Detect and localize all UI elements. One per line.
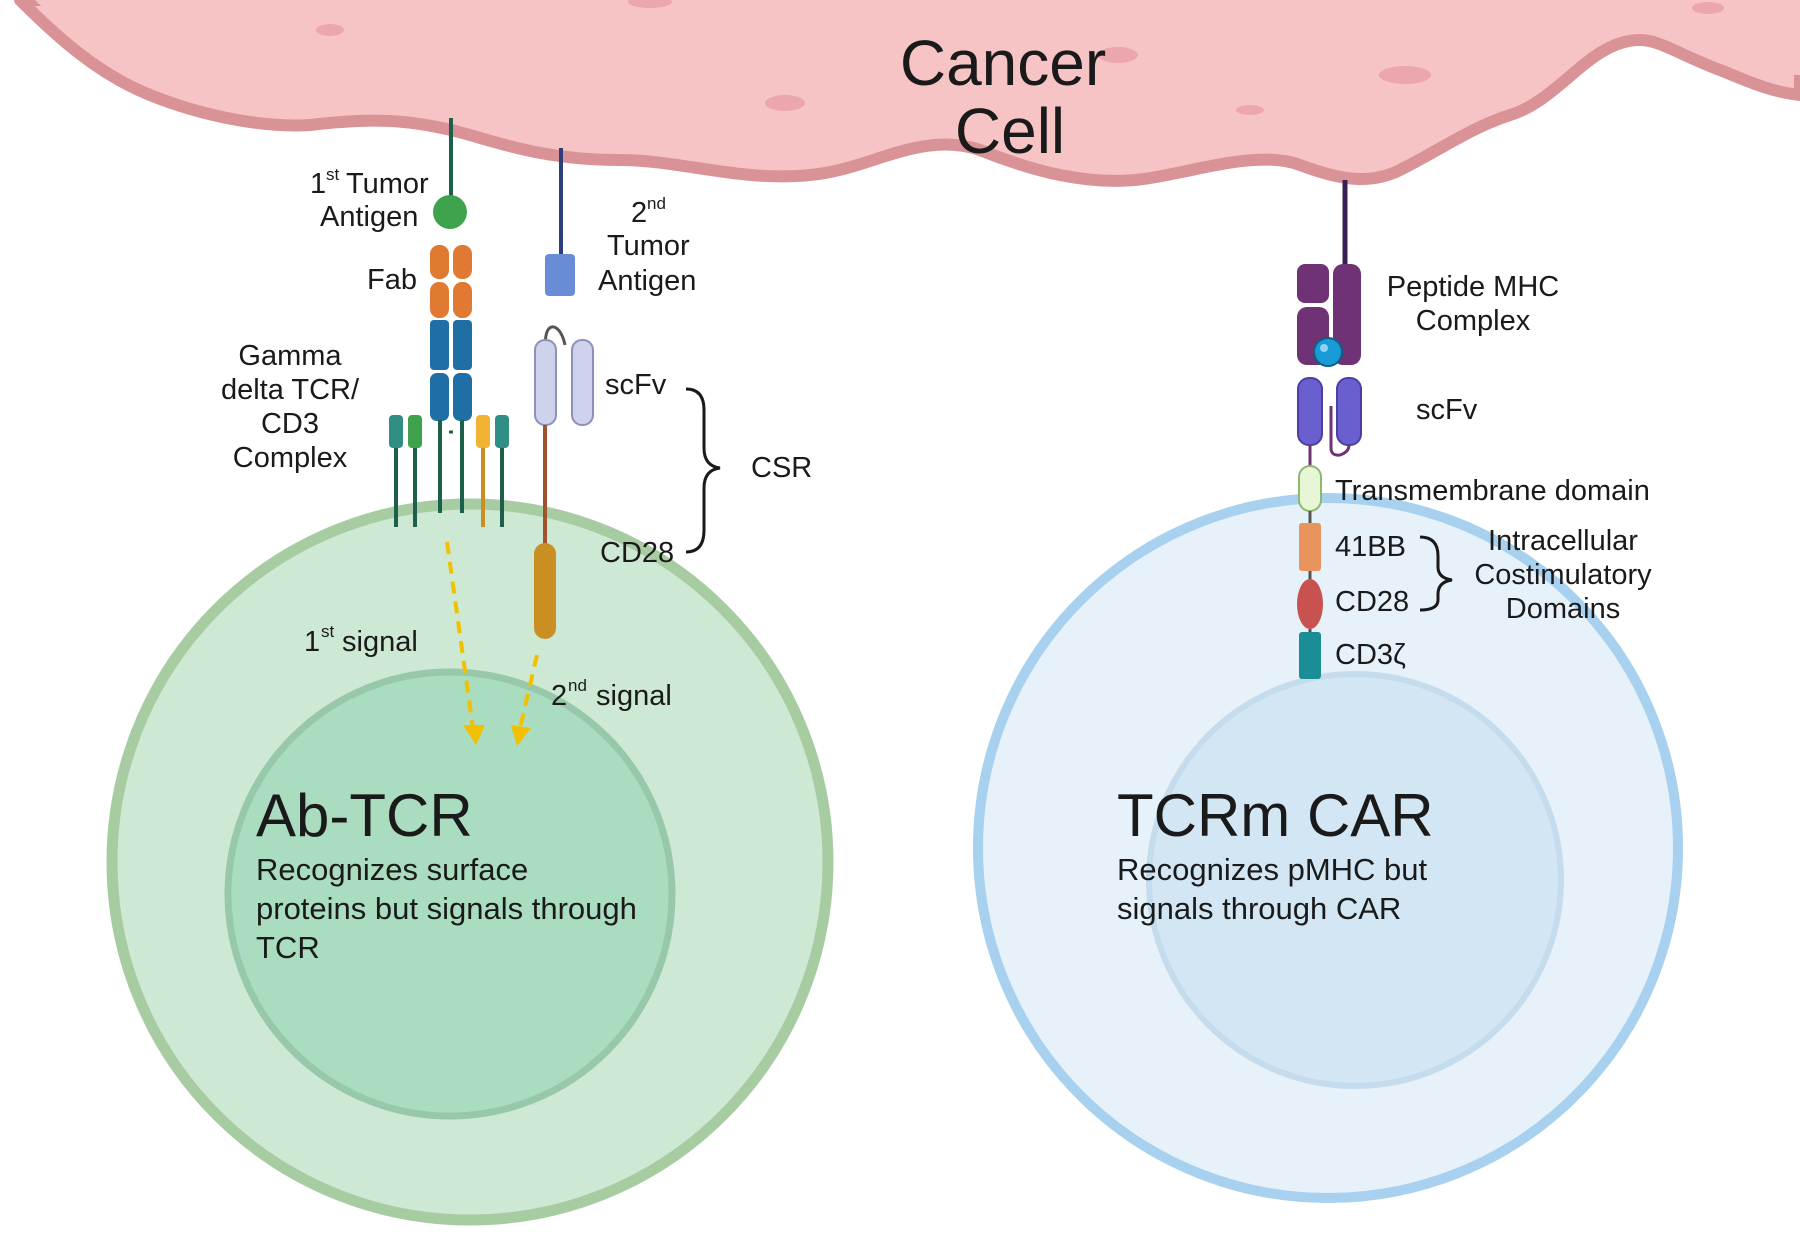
- signal1-label-number: 1: [304, 626, 320, 658]
- tcrm-car-nucleus: [1146, 671, 1564, 1089]
- antigen2-label-line2: Antigen: [598, 265, 696, 297]
- csr-brace: [685, 387, 721, 554]
- costim-brace: [1419, 535, 1453, 612]
- tcrm-car-cell: TCRm CAR Recognizes pMHC but signals thr…: [973, 493, 1683, 1203]
- cancer-granule: [765, 95, 805, 111]
- ab-tcr-receptor: [389, 118, 721, 746]
- 41bb-domain: [1299, 523, 1321, 571]
- antigen2-label-sup: nd: [647, 194, 666, 213]
- costim-label-line2: Costimulatory: [1474, 559, 1652, 591]
- signal1-arrow: [445, 541, 475, 729]
- tcr-constant-domain: [453, 373, 472, 421]
- antigen2-label-number: 2: [631, 197, 647, 229]
- cd28-domain: [534, 543, 556, 639]
- pmhc-label-line1: Peptide MHC: [1387, 271, 1559, 303]
- ab-tcr-cell: Ab-TCR Recognizes surface proteins but s…: [106, 498, 834, 1226]
- fab-domain: [453, 282, 472, 318]
- signal2-label-sup: nd: [568, 676, 587, 695]
- 41bb-label: 41BB: [1335, 531, 1406, 563]
- peptide-ball: [1313, 337, 1343, 367]
- signal2-arrow: [518, 654, 539, 729]
- transmembrane-domain: [1298, 465, 1322, 512]
- transmembrane-label: Transmembrane domain: [1335, 475, 1650, 507]
- ab-tcr-description-line1: Recognizes surface: [256, 852, 528, 887]
- mhc-domain: [1333, 264, 1361, 365]
- cd3-subunit: [495, 415, 509, 448]
- cancer-granule: [628, 0, 672, 8]
- tcr-complex-label-line1: Gamma: [238, 340, 342, 372]
- scfv-domain: [534, 339, 557, 426]
- antigen1-label-line2: Antigen: [320, 201, 418, 233]
- csr-scfv-label: scFv: [605, 369, 667, 401]
- fab-domain: [430, 245, 449, 279]
- tcrm-car-description-line1: Recognizes pMHC but: [1117, 852, 1428, 887]
- csr-cd28-label: CD28: [600, 537, 674, 569]
- cd28-domain-car: [1297, 579, 1323, 629]
- ab-tcr-title: Ab-TCR: [256, 782, 473, 849]
- cancer-granule: [1098, 47, 1138, 63]
- tcr-complex-label-line2: delta TCR/: [221, 374, 360, 406]
- signal1-arrowhead: [463, 725, 485, 745]
- ab-tcr-description-line3: TCR: [256, 930, 320, 965]
- fab-label: Fab: [367, 264, 417, 296]
- tcr-constant-domain: [430, 373, 449, 421]
- mhc-domain: [1297, 264, 1329, 303]
- tcr-constant-domain: [453, 320, 472, 370]
- cd3z-domain: [1299, 632, 1321, 679]
- fab-domain: [453, 245, 472, 279]
- signal1-label-sup: st: [321, 622, 335, 641]
- pmhc-label-line2: Complex: [1416, 305, 1531, 337]
- cd3-subunit: [476, 415, 490, 448]
- cd3z-label: CD3ζ: [1335, 639, 1406, 671]
- fab-domain: [430, 282, 449, 318]
- signal2-arrowhead: [511, 725, 531, 746]
- car-scfv-domain: [1336, 377, 1362, 446]
- tcr-complex-label-line4: Complex: [233, 442, 348, 474]
- cd3-subunit: [389, 415, 403, 448]
- cancer-cell-label-line1: Cancer: [900, 27, 1106, 99]
- tcrm-car-description-line2: signals through CAR: [1117, 891, 1401, 926]
- car-scfv-linker: [1329, 406, 1351, 457]
- antigen2-label-line1: Tumor: [607, 230, 690, 262]
- costim-label-line3: Domains: [1506, 593, 1620, 625]
- signal2-label-number: 2: [551, 680, 567, 712]
- signal2-label-text: signal: [596, 680, 672, 712]
- tcrm-car-receptor: [1297, 180, 1453, 679]
- tcr-constant-domain: [430, 320, 449, 370]
- car-scfv-label: scFv: [1416, 394, 1478, 426]
- antigen1-label-sup: st: [326, 165, 340, 184]
- ab-tcr-nucleus: [224, 668, 676, 1120]
- cancer-granule: [316, 24, 344, 36]
- tcrm-car-title: TCRm CAR: [1117, 782, 1434, 849]
- tcr-complex-label-line3: CD3: [261, 408, 319, 440]
- costim-label-line1: Intracellular: [1488, 525, 1638, 557]
- cancer-granule: [1236, 105, 1264, 115]
- cancer-granule: [1692, 2, 1724, 14]
- ab-tcr-description-line2: proteins but signals through: [256, 891, 637, 926]
- cancer-cell-fill: [20, 0, 1800, 163]
- car-scfv-domain: [1297, 377, 1323, 446]
- scfv-domain: [571, 339, 594, 426]
- antigen1-label-line1: Tumor: [346, 168, 429, 200]
- antigen1-ball: [433, 195, 467, 229]
- antigen2-block: [545, 254, 575, 296]
- cd3-subunit: [408, 415, 422, 448]
- cancer-cell: Cancer Cell: [14, 0, 1800, 187]
- cd28-car-label: CD28: [1335, 586, 1409, 618]
- cancer-cell-label-line2: Cell: [955, 95, 1065, 167]
- signal1-label-text: signal: [342, 626, 418, 658]
- cancer-granule: [1379, 66, 1431, 84]
- peptide-highlight: [1320, 344, 1328, 352]
- csr-label: CSR: [751, 452, 812, 484]
- antigen1-label-number: 1: [310, 168, 326, 200]
